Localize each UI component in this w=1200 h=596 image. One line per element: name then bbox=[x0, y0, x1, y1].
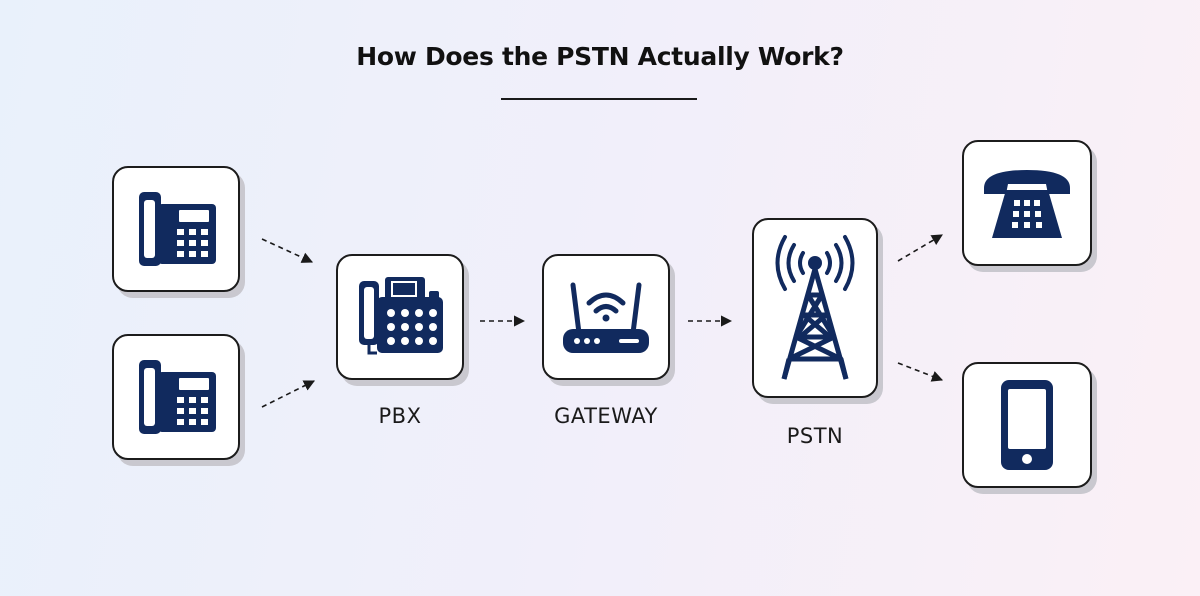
pbx-card bbox=[336, 254, 464, 380]
cell-tower-icon bbox=[775, 235, 855, 380]
desk-phone-icon bbox=[139, 360, 216, 434]
rotary-telephone-icon bbox=[984, 170, 1070, 238]
telephone-card bbox=[962, 140, 1092, 266]
pstn-card bbox=[752, 218, 878, 398]
arrow-phone-bottom-to-pbx bbox=[261, 380, 316, 408]
diagram-title: How Does the PSTN Actually Work? bbox=[356, 42, 844, 71]
arrow-pstn-to-mobile bbox=[897, 362, 944, 382]
smartphone-icon bbox=[1001, 380, 1053, 470]
gateway-card bbox=[542, 254, 670, 380]
title-underline bbox=[501, 98, 697, 100]
router-icon bbox=[563, 282, 649, 353]
gateway-label: GATEWAY bbox=[554, 404, 658, 428]
desk-phone-bottom-card bbox=[112, 334, 240, 460]
pbx-label: PBX bbox=[378, 404, 422, 428]
arrow-pstn-to-telephone bbox=[897, 234, 943, 262]
pbx-phone-icon bbox=[359, 277, 443, 355]
pstn-label: PSTN bbox=[786, 424, 844, 448]
desk-phone-top-card bbox=[112, 166, 240, 292]
smartphone-card bbox=[962, 362, 1092, 488]
desk-phone-icon bbox=[139, 192, 216, 266]
arrow-phone-top-to-pbx bbox=[261, 238, 314, 263]
